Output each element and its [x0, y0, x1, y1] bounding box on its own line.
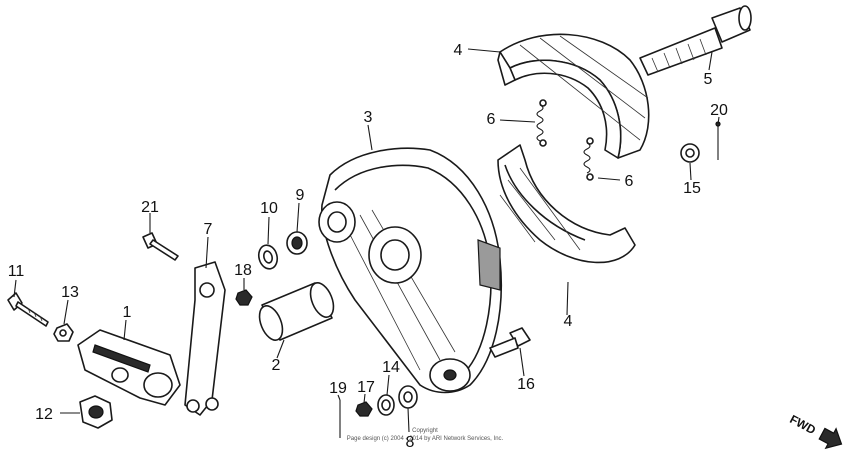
washer-9-part — [286, 231, 308, 255]
callout-6-upper: 6 — [487, 111, 496, 128]
callout-4-upper: 4 — [454, 42, 463, 59]
washer-10-part — [257, 244, 279, 270]
callout-18: 18 — [234, 262, 252, 279]
callout-1: 1 — [123, 304, 132, 321]
callout-4-lower: 4 — [564, 313, 573, 330]
callout-20: 20 — [710, 102, 728, 119]
callout-10: 10 — [260, 200, 278, 217]
fwd-label: FWD — [787, 412, 818, 437]
nut-12-part — [79, 395, 113, 429]
callout-12: 12 — [35, 406, 53, 423]
callout-17: 17 — [357, 379, 375, 396]
camshaft-part — [639, 5, 752, 76]
callout-16: 16 — [517, 376, 535, 393]
callout-7: 7 — [204, 221, 213, 238]
brake-panel-part — [318, 147, 503, 394]
callout-11: 11 — [8, 263, 25, 280]
brake-arm-part — [77, 329, 181, 406]
callout-13: 13 — [61, 284, 79, 301]
callout-19: 19 — [329, 380, 347, 397]
spring-lower-part — [583, 137, 594, 181]
callout-15: 15 — [683, 180, 701, 197]
nut-18-part — [235, 289, 253, 306]
callout-14: 14 — [382, 359, 400, 376]
copyright-label: Copyright — [412, 428, 438, 434]
copyright-text: Page design (c) 2004 - 2014 by ARI Netwo… — [347, 436, 504, 442]
washer-15-part — [680, 143, 700, 163]
brake-shoe-lower-part — [497, 144, 636, 264]
pin-20-part — [715, 121, 721, 160]
forward-arrow-icon: FWD — [787, 412, 843, 450]
collar-part — [258, 282, 335, 341]
washer-14-part — [377, 394, 395, 416]
bolt-21-part — [142, 232, 179, 261]
washer-8-part — [398, 385, 418, 409]
brake-shoe-upper-part — [497, 33, 650, 159]
nut-17-part — [355, 401, 373, 417]
callout-8: 8 — [406, 434, 415, 451]
torque-link-part — [184, 261, 226, 416]
callout-6-lower: 6 — [625, 173, 634, 190]
callout-21: 21 — [141, 199, 159, 216]
callout-9: 9 — [296, 187, 305, 204]
spring-upper-part — [536, 99, 547, 147]
leader-lines — [13, 48, 720, 433]
callout-5: 5 — [704, 71, 713, 88]
bolt-11-part — [7, 292, 49, 327]
callout-2: 2 — [272, 357, 281, 374]
bolt-16-part — [489, 327, 531, 358]
callout-3: 3 — [364, 109, 373, 126]
nut-13-part — [53, 323, 74, 342]
